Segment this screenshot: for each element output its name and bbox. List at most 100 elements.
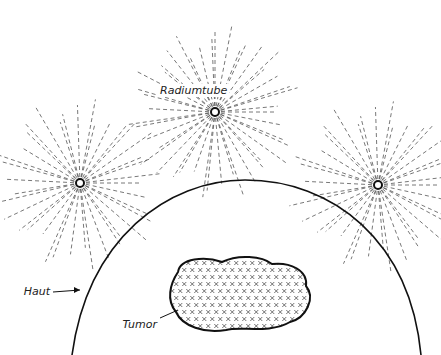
hatch-mark [234,317,238,321]
hatch-mark [190,268,194,272]
ray [368,191,377,256]
hatch-mark [222,268,226,272]
hatch-mark [230,282,234,286]
hatch-mark [246,310,250,314]
hatch-mark [238,324,242,328]
hatch-mark [226,317,230,321]
skin-outline [72,180,421,355]
hatch-mark [286,310,290,314]
hatch-mark [306,331,310,335]
hatch-mark [166,268,170,272]
hatch-mark [214,324,218,328]
hatch-mark [254,310,258,314]
ray [382,126,426,180]
ray [5,179,74,182]
hatch-mark [226,331,230,335]
hatch-mark [258,331,262,335]
ray [158,115,210,149]
label: Tumor [120,318,159,331]
hatch-mark [274,331,278,335]
ray [382,124,434,181]
hatch-mark [278,310,282,314]
hatch-mark [190,282,194,286]
ray [0,154,74,181]
hatch-mark [170,261,174,265]
hatch-mark [166,324,170,328]
hatch-mark [170,331,174,335]
ray [379,125,393,179]
hatch-mark [194,261,198,265]
hatch-mark [230,296,234,300]
tumor-outline [170,257,310,331]
hatch-mark [218,275,222,279]
hatch-mark [302,324,306,328]
hatch-mark [270,296,274,300]
ray [221,112,277,113]
hatch-mark [310,310,314,314]
hatch-mark [202,261,206,265]
hatch-mark [262,254,266,258]
hatch-mark [266,289,270,293]
hatch-mark [254,296,258,300]
ray [384,176,441,185]
hatch-mark [298,331,302,335]
hatch-mark [246,268,250,272]
hatch-mark [242,331,246,335]
ray [219,117,264,168]
ray [381,190,418,247]
hatch-mark [290,261,294,265]
hatch-mark [198,268,202,272]
hatch-mark [270,254,274,258]
hatch-mark [166,254,170,258]
hatch-mark [170,317,174,321]
hatch-mark [242,261,246,265]
ray [157,116,211,172]
ray [43,188,77,234]
ray [86,174,161,183]
hatch-mark [166,282,170,286]
hatch-mark [306,261,310,265]
hatch-mark [190,310,194,314]
hatch-mark [194,275,198,279]
hatch-mark [194,289,198,293]
hatch-mark [222,296,226,300]
ray [294,156,373,183]
hatch-mark [278,268,282,272]
hatch-mark [278,282,282,286]
ray [219,52,279,108]
hatch-mark [234,303,238,307]
hatch-mark [246,324,250,328]
hatch-mark [262,268,266,272]
label: Haut [22,285,52,298]
ray [45,188,77,261]
hatch-mark [306,275,310,279]
hatch-mark [226,261,230,265]
hatch-mark [186,331,190,335]
hatch-mark [298,303,302,307]
hatch-mark [202,303,206,307]
hatch-mark [314,261,318,265]
ray [80,189,85,248]
hatch-mark [250,331,254,335]
ray [219,116,261,160]
ray [36,108,77,178]
hatch-mark [178,331,182,335]
ray [303,181,372,184]
hatch-mark [210,261,214,265]
hatch-mark [198,310,202,314]
ray [334,110,375,180]
hatch-mark [174,296,178,300]
ray [324,126,374,180]
ray [77,105,79,177]
hatch-mark [230,324,234,328]
ray [326,189,374,232]
hatch-mark [258,261,262,265]
hatch-mark [286,282,290,286]
ray [85,187,149,242]
hatch-mark [282,275,286,279]
hatch-mark [262,324,266,328]
hatch-mark [246,296,250,300]
ray [84,124,128,178]
hatch-mark [310,324,314,328]
